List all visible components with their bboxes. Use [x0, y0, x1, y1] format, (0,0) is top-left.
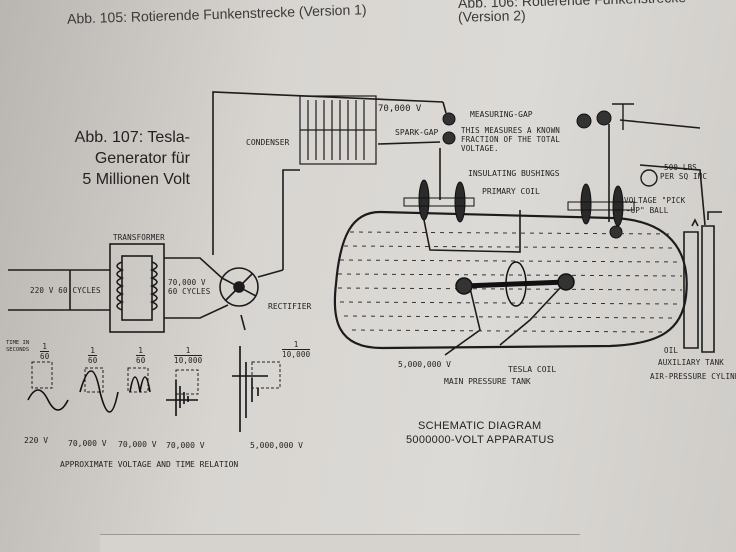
time-label-line2: SECONDS: [6, 347, 30, 353]
time-label-line1: TIME IN: [6, 340, 30, 346]
label-schematic-line1: SCHEMATIC DIAGRAM: [418, 420, 542, 432]
label-input-220v: 220 V 60 CYCLES: [30, 286, 101, 295]
waveform-caption: APPROXIMATE VOLTAGE AND TIME RELATION: [60, 460, 239, 469]
label-air-pressure-cylinder: AIR-PRESSURE CYLINDER: [650, 372, 736, 381]
fraction-den: 10,000: [174, 355, 203, 365]
waveform-voltage-5: 5,000,000 V: [250, 441, 303, 450]
waveform-fraction-1: 1 60: [40, 342, 50, 361]
waveform-voltage-2: 70,000 V: [68, 439, 107, 448]
fraction-num: 1: [138, 346, 144, 355]
label-70000v-secondary: 70,000 V: [168, 278, 206, 287]
label-lbs-1: 500 LBS: [664, 163, 698, 172]
label-measures-note-1: THIS MEASURES A KNOWN: [461, 126, 561, 135]
label-60-cycles-secondary: 60 CYCLES: [168, 287, 211, 296]
label-pickup-2: -UP" BALL: [626, 206, 669, 215]
label-main-pressure-tank: MAIN PRESSURE TANK: [444, 377, 531, 386]
waveform-fraction-4: 1 10,000: [174, 346, 203, 365]
caption-abb-107: Abb. 107: Tesla- Generator für 5 Million…: [74, 129, 190, 188]
label-oil: OIL: [664, 346, 679, 355]
waveform-fraction-2: 1 60: [88, 346, 98, 365]
label-measures-note-2: FRACTION OF THE TOTAL: [461, 135, 561, 144]
label-5000000v: 5,000,000 V: [398, 360, 451, 369]
waveform-voltage-4: 70,000 V: [166, 441, 205, 450]
label-transformer: TRANSFORMER: [113, 233, 165, 242]
fraction-den: 60: [88, 355, 98, 365]
fraction-den: 60: [136, 355, 146, 365]
label-insulating-bushings: INSULATING BUSHINGS: [468, 169, 560, 178]
fraction-num: 1: [42, 342, 48, 351]
waveform-voltage-3: 70,000 V: [118, 440, 157, 449]
label-primary-coil: PRIMARY COIL: [482, 187, 540, 196]
waveform-voltage-1: 220 V: [24, 436, 49, 445]
fraction-num: 1: [293, 340, 299, 349]
waveform-fraction-5: 1 10,000: [282, 340, 311, 359]
label-schematic-line2: 5000000-VOLT APPARATUS: [406, 434, 555, 446]
fraction-den: 60: [40, 351, 50, 361]
label-measuring-gap: MEASURING-GAP: [470, 110, 533, 119]
waveform-time-label: TIME IN SECONDS: [6, 340, 29, 354]
label-70000v-top: 70,000 V: [378, 104, 422, 114]
fraction-num: 1: [185, 346, 191, 355]
label-pickup-1: VOLTAGE "PICK: [624, 196, 686, 205]
label-spark-gap: SPARK-GAP: [395, 128, 439, 137]
label-rectifier: RECTIFIER: [268, 302, 312, 311]
label-tesla-coil: TESLA COIL: [508, 365, 557, 374]
label-auxiliary-tank: AUXILIARY TANK: [658, 358, 725, 367]
fraction-den: 10,000: [282, 349, 311, 359]
fraction-num: 1: [90, 346, 96, 355]
next-page-edge: [100, 534, 580, 552]
waveform-fraction-3: 1 60: [136, 346, 146, 365]
label-condenser: CONDENSER: [246, 138, 290, 147]
label-measures-note-3: VOLTAGE.: [461, 144, 499, 153]
label-lbs-2: PER SQ INC: [660, 172, 708, 181]
